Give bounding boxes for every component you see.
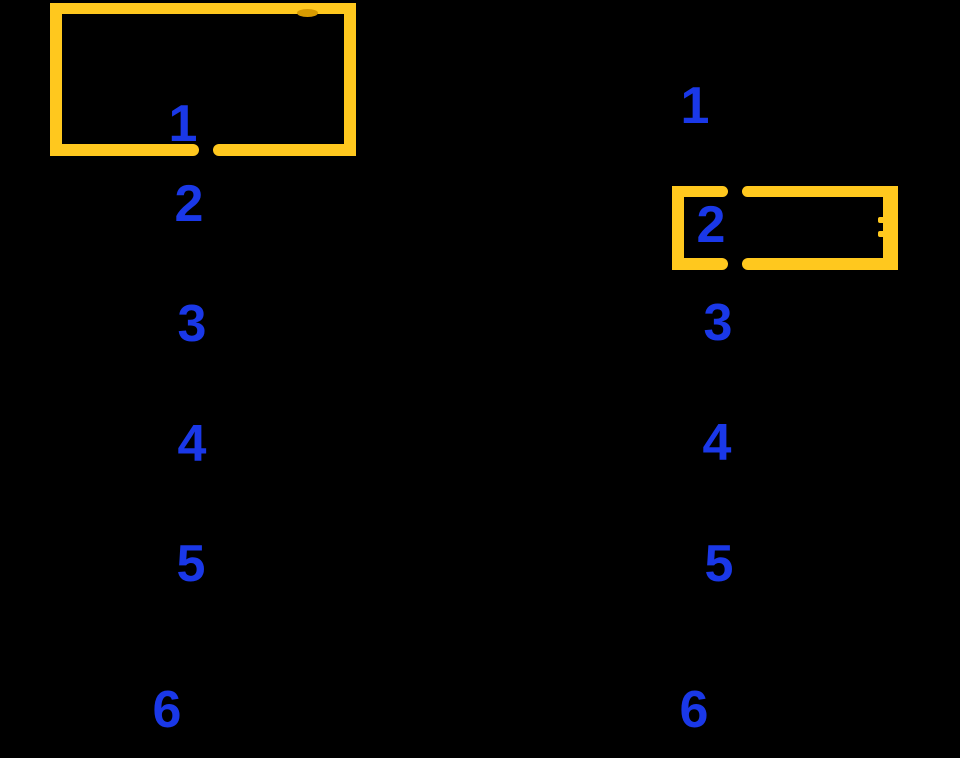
mark-label-right-3: 3 xyxy=(703,294,733,352)
mark-label-right-5: 5 xyxy=(704,535,734,593)
highlight-box-2-bottom-border-right-segment xyxy=(742,258,898,270)
highlight-box-2-left-border xyxy=(672,186,684,270)
highlight-box-1-bottom-border-left-segment xyxy=(50,144,199,156)
mark-label-left-6: 6 xyxy=(152,681,182,739)
highlight-box-2-inner-nub-top xyxy=(878,217,884,223)
highlight-box-1 xyxy=(50,3,356,156)
highlight-box-1-right-border xyxy=(344,3,356,156)
mark-label-right-6: 6 xyxy=(679,681,709,739)
mark-label-left-2: 2 xyxy=(174,175,204,233)
mark-label-right-2: 2 xyxy=(696,196,726,254)
mark-label-left-3: 3 xyxy=(177,295,207,353)
mark-label-right-1: 1 xyxy=(680,77,710,135)
highlight-box-1-top-border xyxy=(50,3,356,14)
highlight-box-2-top-border-right-segment xyxy=(742,186,898,197)
mark-label-left-5: 5 xyxy=(176,535,206,593)
highlight-box-2-top-border-left-segment xyxy=(672,186,728,197)
highlight-box-2-inner-nub-bottom xyxy=(878,231,884,237)
highlight-box-1-left-border xyxy=(50,3,62,156)
orange-arc-artifact xyxy=(297,9,318,17)
mark-label-left-4: 4 xyxy=(177,415,207,473)
mark-label-left-1: 1 xyxy=(168,95,198,153)
mark-label-right-4: 4 xyxy=(702,414,732,472)
highlight-box-2 xyxy=(672,186,898,270)
highlight-box-2-bottom-border-left-segment xyxy=(672,258,728,270)
highlight-box-2-right-border xyxy=(883,186,898,270)
highlight-box-1-bottom-border-right-segment xyxy=(213,144,356,156)
